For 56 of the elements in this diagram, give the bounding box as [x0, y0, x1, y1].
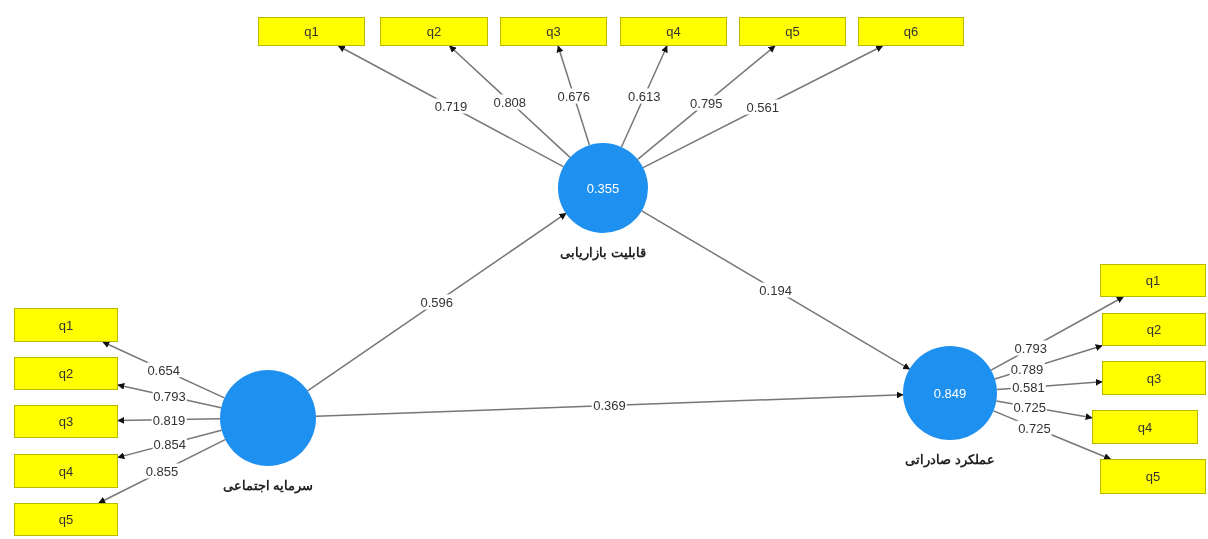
indicator-label: q1: [304, 24, 319, 39]
arrow: [337, 45, 565, 168]
construct-name: سرمایه اجتماعی: [222, 478, 314, 493]
indicator-label: q3: [546, 24, 561, 39]
construct-name: قابلیت بازاریابی: [560, 245, 646, 260]
edge-label: 0.793: [1013, 340, 1048, 356]
indicator-label: q4: [666, 24, 681, 39]
indicator-box: [380, 17, 488, 46]
indicator-box: [1092, 410, 1198, 444]
indicator-label: q6: [903, 24, 919, 39]
arrow: [315, 391, 904, 417]
edge-label: 0.654: [146, 362, 181, 378]
indicator-label: q5: [58, 512, 74, 527]
indicator-label: q2: [426, 24, 442, 39]
edge-label: 0.719: [433, 98, 469, 114]
indicator-label: q2: [58, 366, 74, 381]
indicator-box: [858, 17, 964, 46]
arrow: [641, 210, 911, 370]
edge-label: 0.725: [1017, 420, 1052, 436]
indicator-box: [1102, 361, 1206, 395]
indicator-box: [258, 17, 365, 46]
edge-label: 0.561: [745, 99, 781, 115]
edge-label: 0.789: [1009, 361, 1045, 377]
indicator-label: q5: [785, 24, 800, 39]
indicator-label: q5: [1145, 469, 1161, 484]
indicator-label: q1: [58, 317, 74, 333]
indicator-box: [1100, 264, 1206, 297]
indicator-label: q4: [58, 463, 74, 479]
indicator-box: [14, 308, 118, 342]
edge-label: 0.613: [626, 89, 662, 104]
edge-label: 0.596: [419, 294, 454, 310]
indicator-box: [739, 17, 846, 46]
edge-label: 0.855: [144, 463, 180, 479]
r-squared-value: 0.849: [933, 385, 967, 401]
edge-label: 0.194: [758, 282, 793, 298]
edge-label: 0.793: [152, 388, 187, 404]
indicator-box: [14, 503, 118, 536]
indicator-box: [1100, 459, 1206, 494]
indicator-label: q3: [1146, 370, 1162, 386]
indicator-label: q1: [1145, 273, 1161, 288]
indicator-box: [14, 454, 118, 488]
indicator-box: [1102, 313, 1206, 346]
edge-label: 0.676: [556, 88, 591, 104]
r-squared-value: 0.355: [586, 180, 620, 196]
indicator-box: [14, 357, 118, 390]
indicator-box: [500, 17, 607, 46]
indicator-label: q2: [1146, 322, 1162, 337]
indicator-label: q4: [1137, 419, 1153, 435]
indicator-box: [620, 17, 727, 46]
edge-label: 0.795: [689, 95, 724, 111]
edge-label: 0.808: [492, 94, 528, 110]
indicator-label: q3: [58, 414, 74, 429]
arrow: [306, 212, 567, 392]
construct-name: عملکرد صادراتی: [905, 452, 995, 467]
indicator-box: [14, 405, 118, 438]
edge-label: 0.854: [152, 436, 188, 452]
